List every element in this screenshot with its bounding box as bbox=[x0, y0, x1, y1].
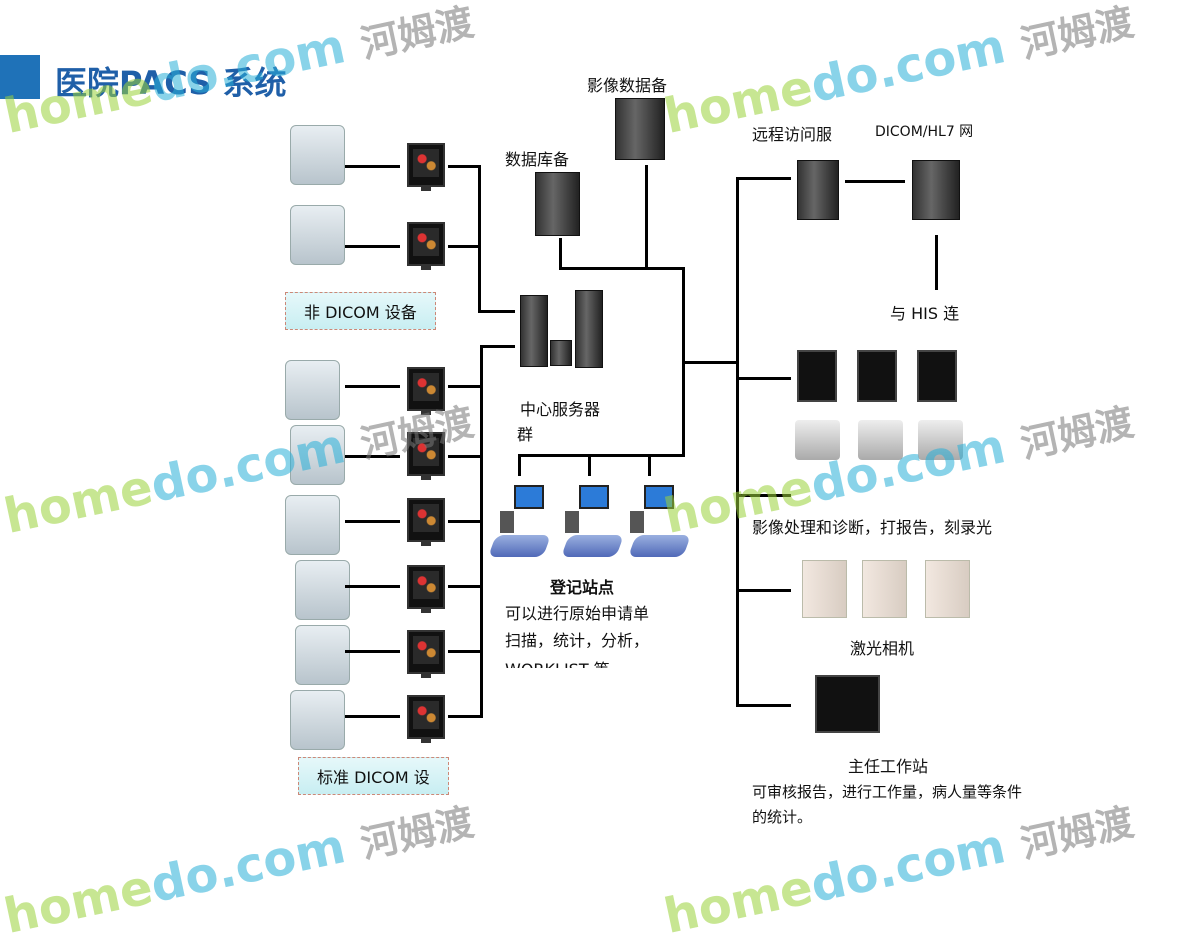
laser-camera-icon bbox=[862, 560, 907, 618]
ct-device bbox=[285, 360, 340, 420]
page-title: 医院PACS 系统 bbox=[55, 64, 287, 102]
standard-dicom-group-label: 标准 DICOM 设 bbox=[298, 757, 449, 795]
monitor bbox=[407, 498, 445, 546]
scanner-icon bbox=[487, 535, 552, 557]
watermark: homedo.com 河姆渡 bbox=[0, 799, 478, 945]
xray-image-icon bbox=[917, 350, 957, 402]
endoscope-device bbox=[290, 205, 345, 265]
monitor bbox=[407, 565, 445, 613]
xray-image-icon bbox=[857, 350, 897, 402]
central-server-icon bbox=[575, 290, 603, 368]
monitor bbox=[407, 143, 445, 191]
monitor bbox=[407, 630, 445, 678]
registration-desc: WORKLIST 等。 bbox=[505, 656, 626, 668]
image-backup-server-icon bbox=[615, 98, 665, 160]
db-backup-label: 数据库备 bbox=[505, 150, 570, 169]
db-backup-server-icon bbox=[535, 172, 580, 236]
central-server-label-2: 群 bbox=[517, 425, 534, 444]
workstation-icon bbox=[630, 485, 685, 533]
dicom-hl7-label: DICOM/HL7 网 bbox=[875, 124, 974, 140]
chief-workstation-monitor-icon bbox=[815, 675, 880, 733]
laser-camera-icon bbox=[925, 560, 970, 618]
xray-device bbox=[285, 495, 340, 555]
cd-burner-icon bbox=[795, 420, 840, 460]
scanner-icon bbox=[627, 535, 692, 557]
scanner-icon bbox=[560, 535, 625, 557]
monitor bbox=[407, 432, 445, 480]
chief-workstation-desc: 可审核报告，进行工作量，病人量等条件 bbox=[752, 783, 1023, 801]
chief-workstation-title: 主任工作站 bbox=[848, 757, 929, 776]
remote-access-label: 远程访问服 bbox=[752, 125, 833, 144]
gateway-server-icon bbox=[912, 160, 960, 220]
xray-image-icon bbox=[797, 350, 837, 402]
image-backup-label: 影像数据备 bbox=[587, 76, 668, 95]
central-server-icon bbox=[550, 340, 572, 366]
laser-camera-label: 激光相机 bbox=[850, 639, 915, 658]
registration-title: 登记站点 bbox=[550, 578, 615, 597]
central-server-icon bbox=[520, 295, 548, 367]
registration-desc: 可以进行原始申请单 bbox=[505, 604, 650, 623]
central-server-label: 中心服务器 bbox=[520, 400, 601, 419]
mri-device bbox=[295, 560, 350, 620]
watermark: homedo.com 河姆渡 bbox=[659, 799, 1138, 945]
non-dicom-group-label: 非 DICOM 设备 bbox=[285, 292, 436, 330]
chief-workstation-desc: 的统计。 bbox=[752, 808, 813, 826]
his-label: 与 HIS 连 bbox=[890, 304, 960, 323]
processing-label: 影像处理和诊断，打报告，刻录光 bbox=[752, 518, 993, 537]
workstation-icon bbox=[565, 485, 620, 533]
cd-burner-icon bbox=[918, 420, 963, 460]
monitor bbox=[407, 222, 445, 270]
registration-desc: 扫描，统计，分析， bbox=[505, 631, 650, 650]
monitor bbox=[407, 695, 445, 743]
scanner-device bbox=[290, 690, 345, 750]
ultrasound-device bbox=[290, 125, 345, 185]
remote-access-server-icon bbox=[797, 160, 839, 220]
monitor bbox=[407, 367, 445, 415]
workstation-icon bbox=[500, 485, 555, 533]
laser-camera-icon bbox=[802, 560, 847, 618]
c-arm-device bbox=[290, 425, 345, 485]
title-marker bbox=[0, 55, 40, 99]
cd-burner-icon bbox=[858, 420, 903, 460]
dsa-device bbox=[295, 625, 350, 685]
